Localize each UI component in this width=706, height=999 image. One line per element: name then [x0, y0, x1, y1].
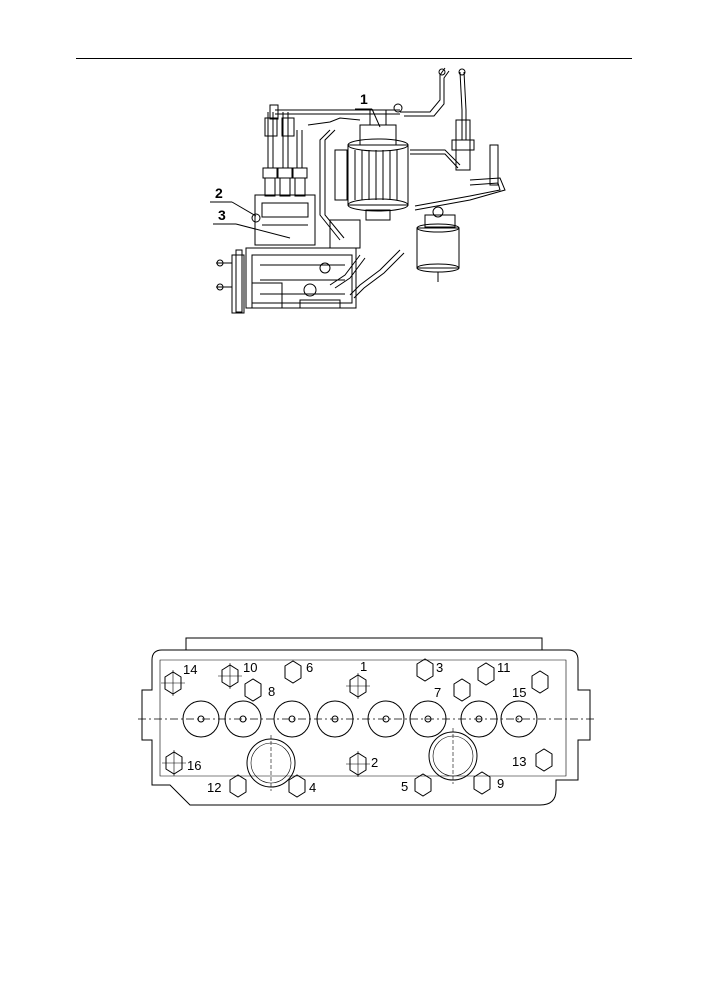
bolt-3 — [416, 658, 434, 682]
callout-3-leader — [235, 223, 291, 239]
bolt-5 — [414, 773, 432, 797]
head-inner-outline — [159, 659, 567, 777]
bolt-11 — [477, 662, 495, 686]
callout-1-leader — [371, 108, 381, 128]
bolt-12 — [229, 774, 247, 798]
fuel-filter-secondary — [416, 206, 460, 282]
bolt-4 — [288, 774, 306, 798]
head-top-strip — [185, 637, 543, 651]
header-rule — [76, 58, 632, 59]
row-bosses — [182, 700, 538, 738]
fuel-filter-main — [329, 109, 409, 249]
bolt-9 — [473, 771, 491, 795]
bolt-6 — [284, 660, 302, 684]
callout-2-leader — [231, 201, 257, 217]
fuel-lines — [307, 67, 506, 299]
bolt-13 — [535, 748, 553, 772]
callout-2-target — [251, 213, 261, 223]
bolt-15 — [531, 670, 549, 694]
injection-pump-body — [216, 247, 357, 314]
head-outline — [141, 649, 591, 806]
bolt-8 — [244, 678, 262, 702]
bolt-7 — [453, 678, 471, 702]
